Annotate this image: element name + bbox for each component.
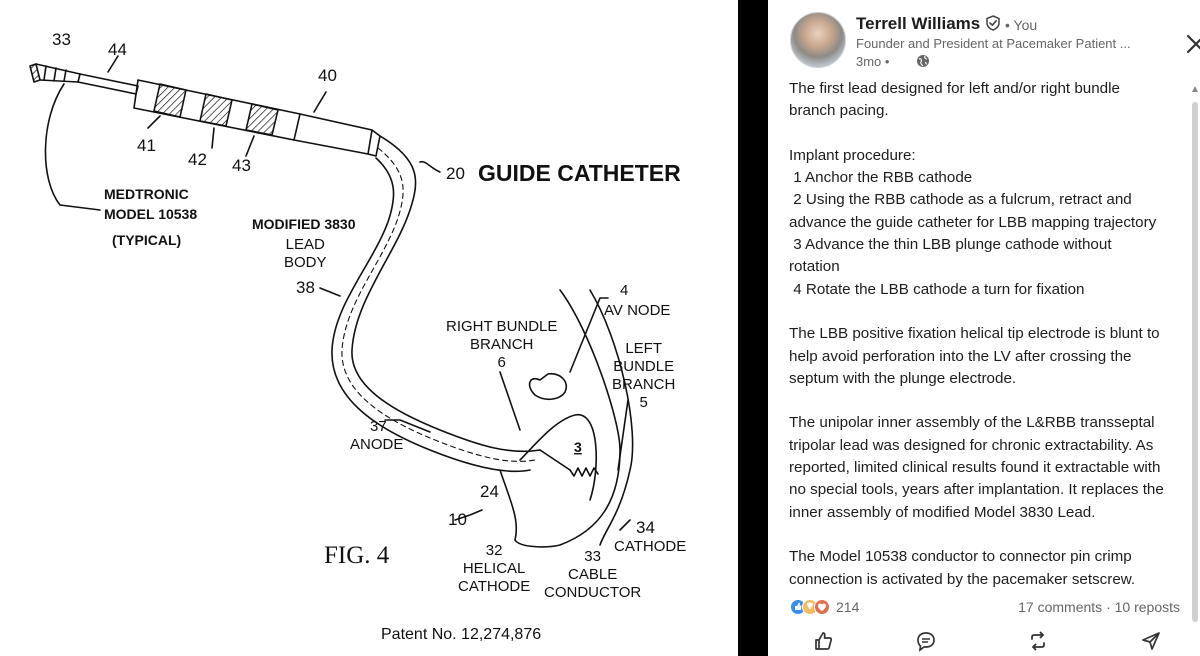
- label-24: 24: [480, 482, 499, 501]
- post-line: 1 Anchor the RBB cathode: [789, 169, 973, 187]
- label-3: 3: [574, 439, 582, 455]
- patent-number: Patent No. 12,274,876: [381, 626, 542, 643]
- action-bar: [790, 628, 1180, 656]
- post-line: branch pacing.: [789, 102, 889, 120]
- label-anode: ANODE: [350, 436, 404, 453]
- comments-reposts[interactable]: 17 comments · 10 reposts: [1018, 599, 1180, 615]
- label-cable-conductor: 33 CABLE CONDUCTOR: [544, 548, 642, 601]
- label-medtronic: MEDTRONIC MODEL 10538: [104, 186, 198, 223]
- ring-43: [245, 103, 279, 136]
- label-cathode-34: CATHODE: [614, 538, 687, 555]
- repost-icon[interactable]: [1027, 630, 1049, 652]
- lead-drawing: 3: [29, 55, 634, 548]
- label-fig-4: FIG. 4: [324, 542, 390, 569]
- connector-tip: [29, 63, 41, 83]
- post-time: 3mo •: [856, 54, 890, 69]
- post-panel: Terrell Williams • You Founder and Presi…: [768, 0, 1200, 656]
- verified-icon: [986, 15, 1000, 31]
- post-line: reported, limited clinical results found…: [789, 459, 1161, 477]
- ring-42: [199, 93, 233, 127]
- social-counts: 214 17 comments · 10 reposts: [790, 598, 1180, 618]
- label-34: 34: [636, 518, 655, 537]
- septum-outer: [514, 289, 621, 548]
- label-20: 20: [446, 164, 465, 183]
- post-line: The Model 10538 conductor to connector p…: [789, 548, 1132, 566]
- leader-medtronic: [44, 83, 101, 211]
- post-line: 3 Advance the thin LBB plunge cathode wi…: [789, 236, 1112, 254]
- author-headline: Founder and President at Pacemaker Patie…: [856, 36, 1131, 51]
- av-node: [528, 372, 567, 401]
- label-40: 40: [318, 66, 337, 85]
- send-icon[interactable]: [1140, 630, 1162, 652]
- label-38: 38: [296, 278, 315, 297]
- label-right-bundle-branch: RIGHT BUNDLE BRANCH 6: [446, 318, 558, 371]
- label-33: 33: [52, 30, 71, 49]
- label-43: 43: [232, 156, 251, 175]
- label-left-bundle-branch: LEFT BUNDLE BRANCH 5: [612, 340, 676, 411]
- lead-body: [351, 135, 541, 453]
- label-helical-cathode: 32 HELICAL CATHODE: [458, 542, 531, 595]
- scrollbar[interactable]: [1190, 62, 1200, 656]
- label-modified-3830: MODIFIED 3830: [252, 216, 356, 232]
- reaction-count[interactable]: 214: [836, 599, 860, 615]
- label-42: 42: [188, 150, 207, 169]
- post-line: inner assembly of modified Model 3830 Le…: [789, 503, 1096, 521]
- label-41: 41: [137, 136, 156, 155]
- ring-41: [153, 83, 187, 118]
- author-name[interactable]: Terrell Williams: [856, 14, 981, 33]
- post-line: The LBB positive fixation helical tip el…: [789, 325, 1160, 343]
- you-badge: • You: [1005, 17, 1038, 33]
- post-line: Implant procedure:: [789, 146, 916, 164]
- globe-icon: [917, 55, 929, 67]
- post-line: no special tools, years after implantati…: [789, 481, 1164, 499]
- helix: [569, 467, 599, 477]
- label-37: 37: [370, 418, 387, 435]
- post-line: 2 Using the RBB cathode as a fulcrum, re…: [789, 191, 1132, 209]
- post-line: help avoid perforation into the LV after…: [789, 347, 1132, 365]
- label-av-node: AV NODE: [604, 302, 671, 319]
- comment-icon[interactable]: [915, 630, 937, 652]
- label-44: 44: [108, 40, 127, 59]
- like-icon[interactable]: [812, 630, 834, 652]
- post-line: tripolar lead was designed for chronic e…: [789, 436, 1154, 454]
- post-line: 4 Rotate the LBB cathode a turn for fixa…: [789, 280, 1085, 298]
- post-line: rotation: [789, 258, 840, 276]
- post-line: The unipolar inner assembly of the L&RBB…: [789, 414, 1155, 432]
- avatar[interactable]: [790, 12, 846, 68]
- post-line: septum with the plunge electrode.: [789, 369, 1017, 387]
- patent-figure: 3 33 44 40 41 42 43 MEDTRONIC MODEL 1053…: [0, 0, 738, 656]
- post-line: advance the guide catheter for LBB mappi…: [789, 213, 1157, 231]
- label-guide-catheter: GUIDE CATHETER: [478, 160, 681, 186]
- label-4: 4: [620, 282, 629, 299]
- reaction-icons[interactable]: [790, 598, 834, 616]
- label-lead-body: LEAD BODY: [284, 236, 327, 271]
- close-icon[interactable]: [1182, 30, 1200, 58]
- post-line: The first lead designed for left and/or …: [789, 80, 1120, 97]
- label-typical: (TYPICAL): [112, 232, 182, 248]
- label-10: 10: [448, 510, 467, 529]
- post-text: The first lead designed for left and/or …: [789, 78, 1184, 591]
- post-line: connection is activated by the pacemaker…: [789, 570, 1136, 588]
- post-header: Terrell Williams • You Founder and Presi…: [790, 12, 1200, 72]
